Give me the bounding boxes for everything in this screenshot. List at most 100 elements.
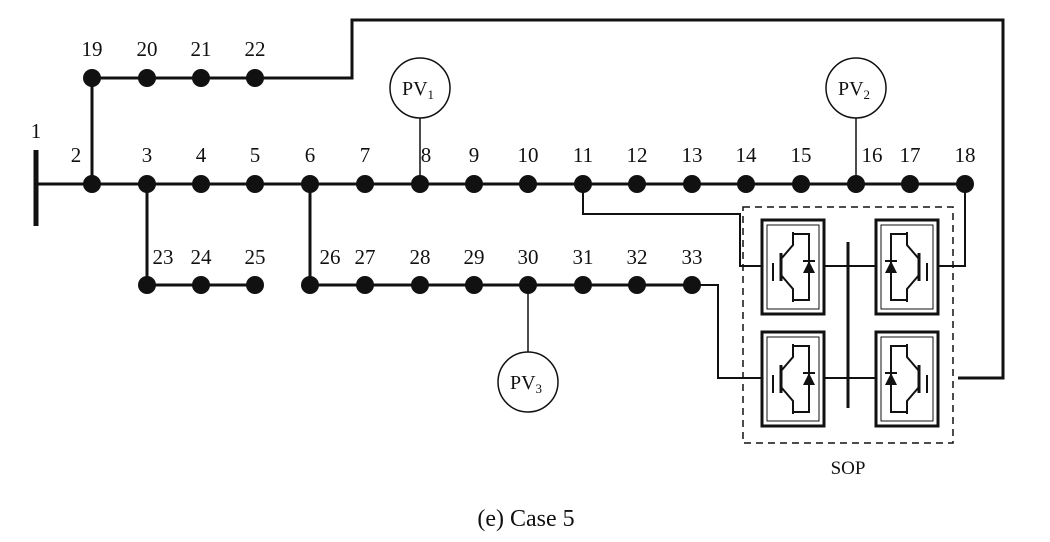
bus-label-12: 12 (627, 143, 648, 167)
bus-label-16: 16 (862, 143, 883, 167)
igbt-collector (906, 344, 920, 372)
igbt-emitter (906, 386, 920, 414)
converter-inner (880, 224, 934, 310)
bus-node-23 (138, 276, 156, 294)
bus-node-2 (83, 175, 101, 193)
bus-label-15: 15 (791, 143, 812, 167)
tie-11-sop-line (582, 184, 762, 267)
diode-symbol (803, 373, 815, 385)
bus-node-15 (792, 175, 810, 193)
bus-label-18: 18 (955, 143, 976, 167)
igbt-emitter (780, 274, 794, 302)
converter-top-left (760, 218, 826, 316)
bus-label-9: 9 (469, 143, 480, 167)
lateral-26-33-line (308, 184, 692, 287)
bus-label-32: 32 (627, 245, 648, 269)
bus-label-28: 28 (410, 245, 431, 269)
bus-label-10: 10 (518, 143, 539, 167)
bus-node-4 (192, 175, 210, 193)
bus-label-17: 17 (900, 143, 921, 167)
bus-node-6 (301, 175, 319, 193)
bus-node-28 (411, 276, 429, 294)
converter-bottom-left (760, 330, 826, 428)
bus-node-31 (574, 276, 592, 294)
bus-label-30: 30 (518, 245, 539, 269)
bus-label-5: 5 (250, 143, 261, 167)
bus-node-22 (246, 69, 264, 87)
bus-label-31: 31 (573, 245, 594, 269)
bus-node-8 (411, 175, 429, 193)
bus-node-3 (138, 175, 156, 193)
bus-node-30 (519, 276, 537, 294)
bus-label-22: 22 (245, 37, 266, 61)
pv-label-2: PV2 (838, 78, 870, 102)
bus-label-7: 7 (360, 143, 371, 167)
bus-label-4: 4 (196, 143, 207, 167)
bus-node-12 (628, 175, 646, 193)
bus-node-10 (519, 175, 537, 193)
bus-node-5 (246, 175, 264, 193)
converter-bottom-right (874, 330, 940, 428)
bus-label-27: 27 (355, 245, 376, 269)
bus-node-25 (246, 276, 264, 294)
bus-node-16 (847, 175, 865, 193)
bus-node-19 (83, 69, 101, 87)
bus-node-14 (737, 175, 755, 193)
pv-circle-1 (389, 57, 451, 119)
bus-node-layer (83, 69, 974, 294)
diode-symbol (885, 373, 897, 385)
bus-node-29 (465, 276, 483, 294)
tie-33-sop-line (692, 284, 762, 379)
bus-label-13: 13 (682, 143, 703, 167)
igbt-collector (780, 232, 794, 260)
pv-label-3: PV3 (510, 372, 542, 396)
bus-node-26 (301, 276, 319, 294)
lateral-23-25-line (145, 184, 255, 287)
lateral-19-22-tie-line (90, 18, 1005, 380)
converter-top-right (874, 218, 940, 316)
tie-18-sop-line (938, 184, 966, 267)
sop-label: SOP (831, 458, 866, 479)
converter-inner (766, 336, 820, 422)
bus-node-18 (956, 175, 974, 193)
sop-boundary (742, 206, 954, 444)
pv-circle-3 (497, 351, 559, 413)
sop-device (742, 206, 954, 444)
bus-label-19: 19 (82, 37, 103, 61)
bus-node-33 (683, 276, 701, 294)
bus-node-13 (683, 175, 701, 193)
bus-label-21: 21 (191, 37, 212, 61)
bus-label-24: 24 (191, 245, 213, 269)
bus-label-1: 1 (31, 119, 42, 143)
diode-symbol (885, 261, 897, 273)
bus-label-14: 14 (736, 143, 758, 167)
igbt-collector (780, 344, 794, 372)
igbt-emitter (780, 386, 794, 414)
converter-inner (766, 224, 820, 310)
pv-circle-2 (825, 57, 887, 119)
bus-label-33: 33 (682, 245, 703, 269)
bus-node-17 (901, 175, 919, 193)
bus-node-27 (356, 276, 374, 294)
bus-node-11 (574, 175, 592, 193)
figure-caption: (e) Case 5 (477, 506, 574, 532)
bus-label-23: 23 (153, 245, 174, 269)
igbt-emitter (906, 274, 920, 302)
bus-label-6: 6 (305, 143, 316, 167)
bus-label-25: 25 (245, 245, 266, 269)
bus-node-20 (138, 69, 156, 87)
bus-label-3: 3 (142, 143, 153, 167)
bus-label-26: 26 (320, 245, 341, 269)
igbt-collector (906, 232, 920, 260)
diode-symbol (803, 261, 815, 273)
converter-inner (880, 336, 934, 422)
bus-node-7 (356, 175, 374, 193)
bus-node-9 (465, 175, 483, 193)
pv-label-1: PV1 (402, 78, 434, 102)
bus-node-21 (192, 69, 210, 87)
bus-node-32 (628, 276, 646, 294)
bus-label-11: 11 (573, 143, 593, 167)
